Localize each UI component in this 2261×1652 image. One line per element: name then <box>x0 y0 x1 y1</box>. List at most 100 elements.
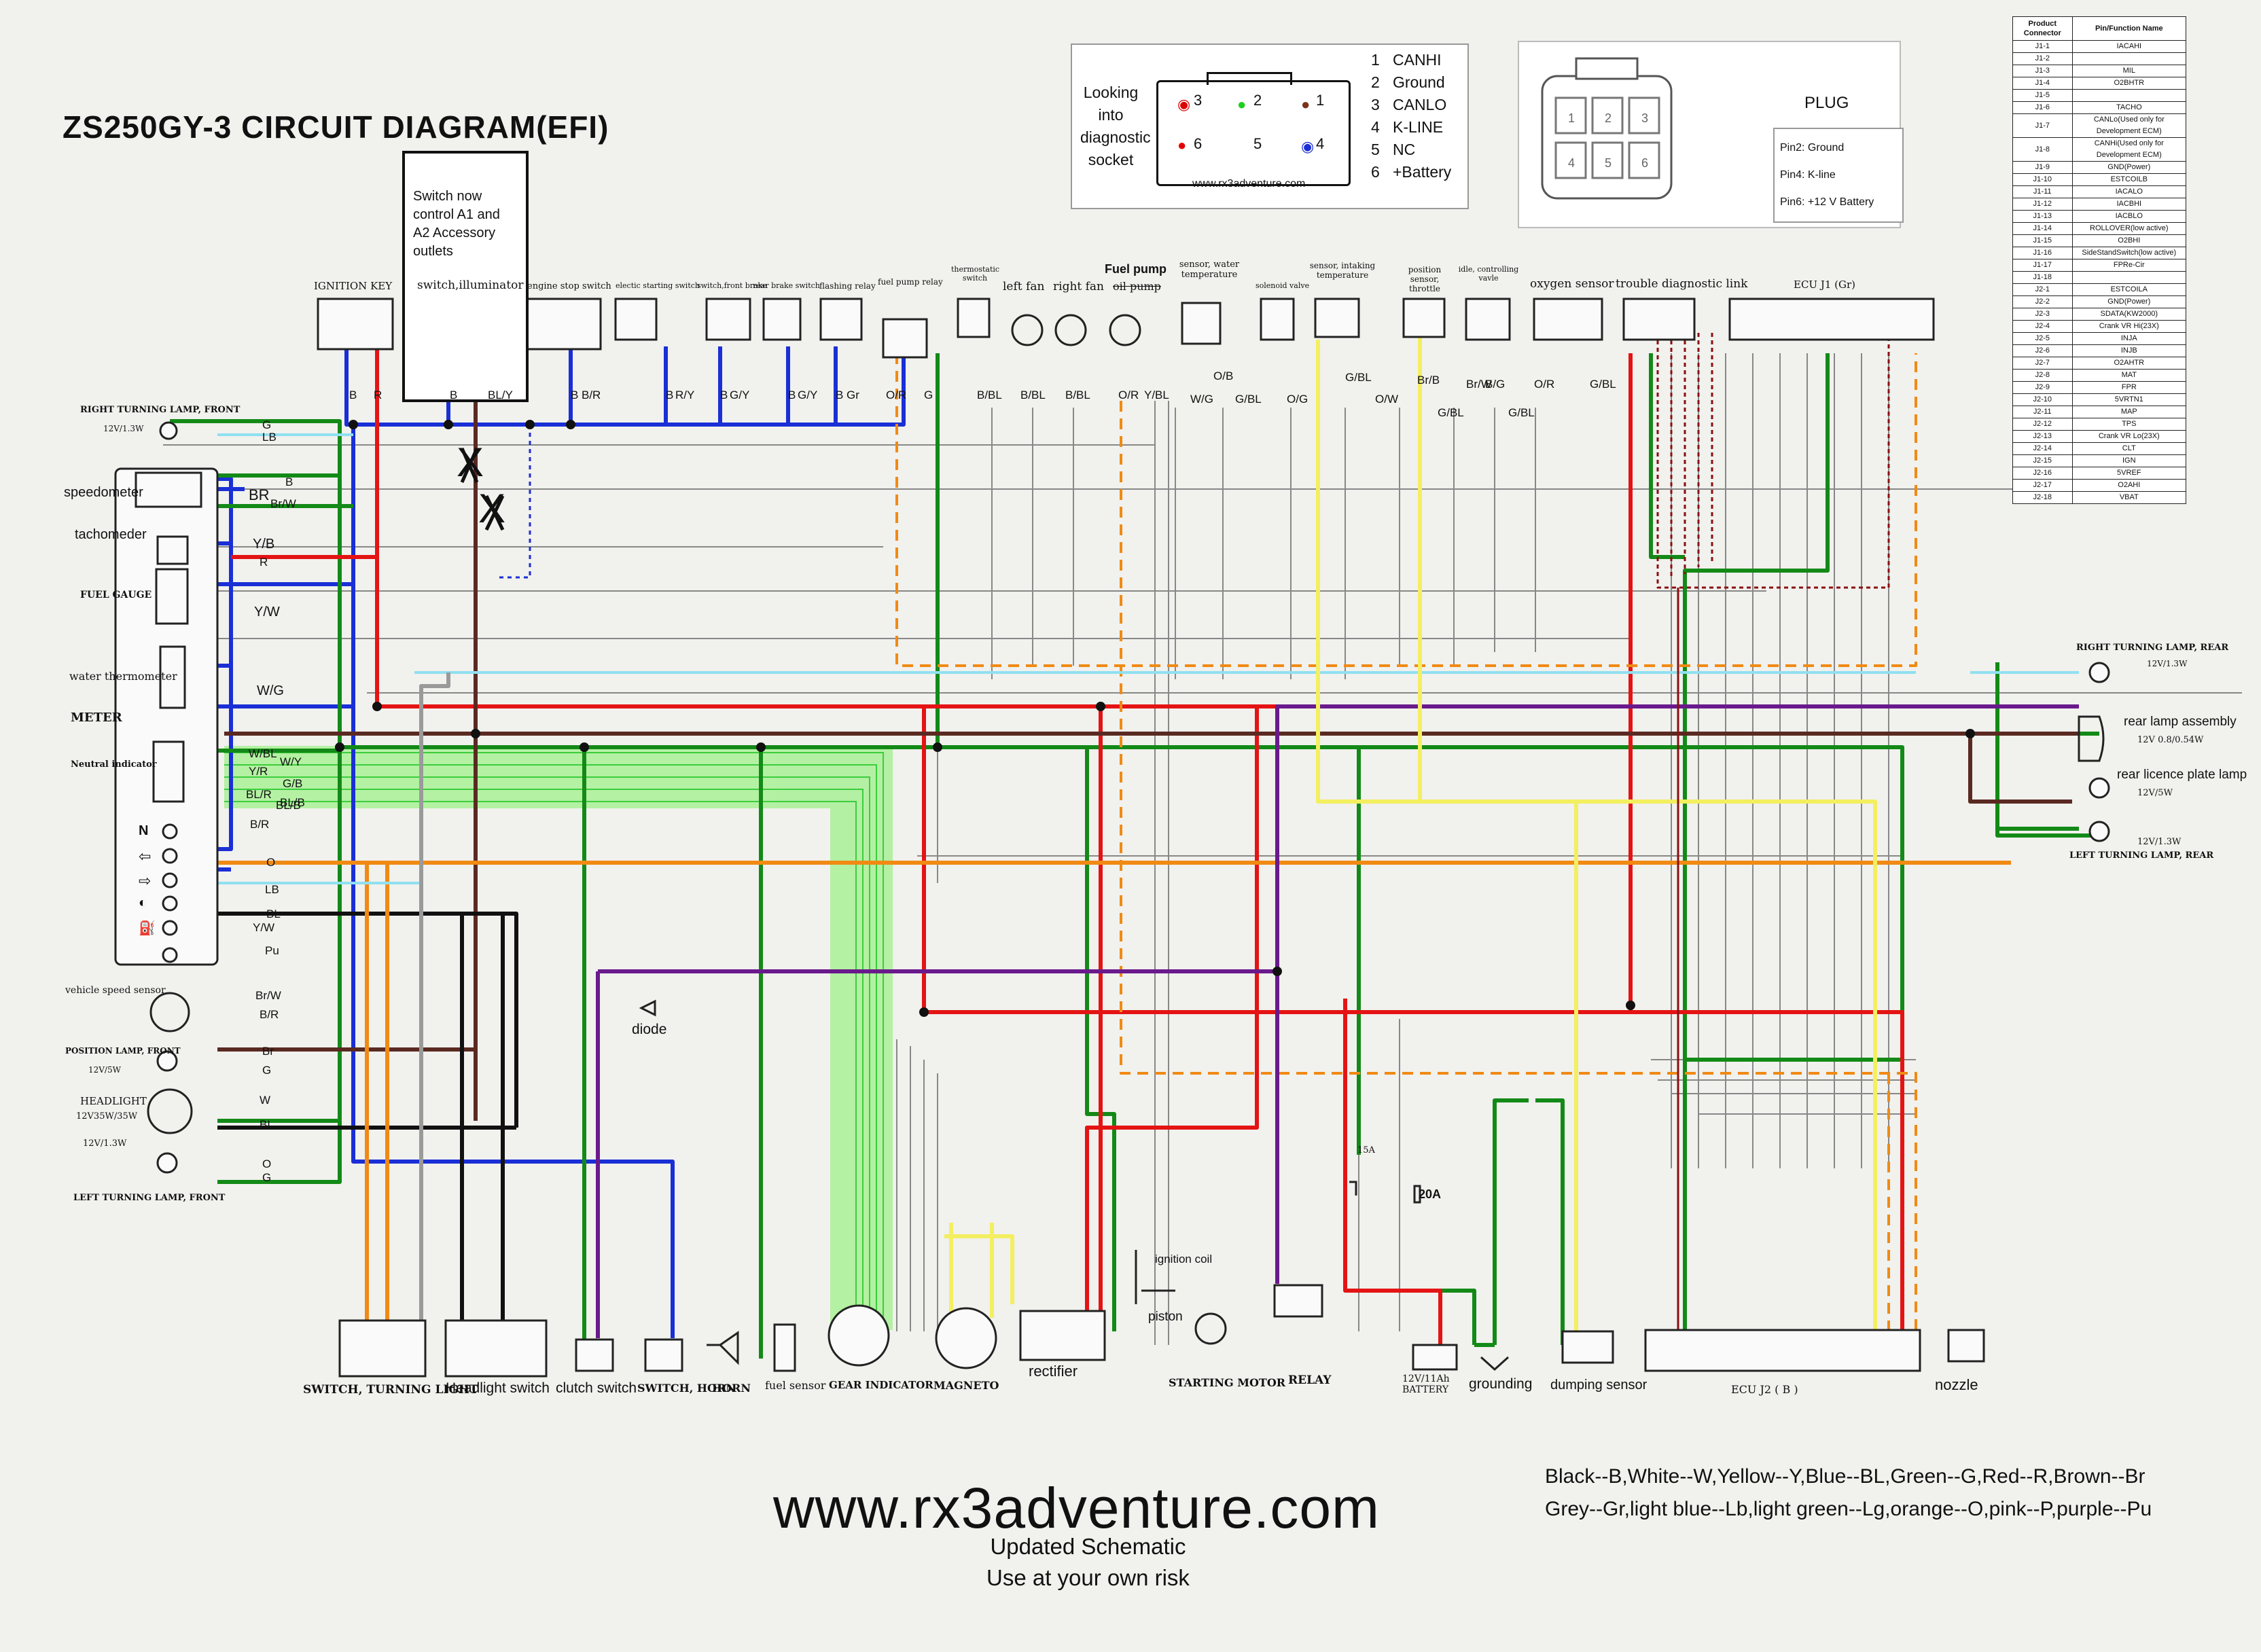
wire-label: W/BL <box>249 747 277 760</box>
wire-label: O <box>262 1157 272 1170</box>
wire-label: W/Y <box>280 755 302 768</box>
pin-function-cell: CANLo(Used only for Development ECM) <box>2071 113 2187 138</box>
label-ignition-key: IGNITION KEY <box>314 280 393 292</box>
label-horn: HORN <box>712 1382 751 1395</box>
wire-label: B/BL <box>1020 389 1046 401</box>
label-ecu-j2: ECU J2 ( B ) <box>1731 1383 1798 1396</box>
wire-label: O/R <box>886 389 907 401</box>
pin-function-cell: IACBLO <box>2071 210 2187 223</box>
label-oxygen-sensor: oxygen sensor <box>1530 277 1614 291</box>
pin-connector-cell: J1-12 <box>2012 198 2073 211</box>
pin-connector-cell: J1-1 <box>2012 40 2073 53</box>
pin-label: K-LINE <box>1393 118 1444 136</box>
plug-cell-1: 1 <box>1568 111 1575 125</box>
label-fuse-15a: 15A <box>1357 1145 1375 1155</box>
pin-connector-cell: J1-13 <box>2012 210 2073 223</box>
pin-num: 2 <box>1371 73 1380 91</box>
color-legend: Black--B,White--W,Yellow--Y,Blue--BL,Gre… <box>1545 1460 2152 1526</box>
label-oil-pump: oil pump <box>1113 280 1161 293</box>
label-electric-starting-switch: electic starting switch <box>616 281 700 290</box>
legend-line-1: Black--B,White--W,Yellow--Y,Blue--BL,Gre… <box>1545 1465 2146 1488</box>
label-left-turn-rear-spec: 12V/1.3W <box>2137 837 2182 847</box>
left-turn-indicator-icon: ⇦ <box>139 848 152 865</box>
pin-function-cell: CLT <box>2071 442 2187 455</box>
lamp-circles <box>156 421 2110 1174</box>
wire-label: O/B <box>1213 370 1234 382</box>
label-ecu-j1: ECU J1 (Gr) <box>1794 279 1856 291</box>
label-fuel-pump: Fuel pump <box>1105 262 1167 276</box>
misc-symbols <box>639 999 1510 1371</box>
pin-function-cell: ESTCOILB <box>2071 173 2187 186</box>
pin-table-row: J1-5 <box>2012 89 2187 102</box>
label-indicator-n: N <box>139 823 149 838</box>
label-thermostatic-switch: thermostatic switch <box>951 265 1000 283</box>
label-licence-plate-lamp: rear licence plate lamp <box>2117 768 2247 782</box>
pin-num: 6 <box>1371 163 1380 181</box>
label-position-lamp: POSITION LAMP, FRONT <box>65 1046 181 1056</box>
pin-connector-cell: J2-18 <box>2012 491 2073 504</box>
pin-connector-cell: J1-14 <box>2012 222 2073 235</box>
diagnostic-url: www.rx3adventure.com <box>1192 178 1306 190</box>
pin-function-cell: SDATA(KW2000) <box>2071 308 2187 321</box>
socket-pin-5: 5 <box>1253 135 1262 152</box>
diag-pin-row: 6+Battery <box>1371 161 1451 183</box>
pin-connector-cell: J2-8 <box>2012 369 2073 382</box>
wire-label: Y/W <box>253 921 275 934</box>
label-right-fan: right fan <box>1053 280 1105 293</box>
pin-function-cell: O2AHTR <box>2071 357 2187 370</box>
pin-connector-cell: J2-3 <box>2012 308 2073 321</box>
label-switch-horn: SWITCH, HORN <box>637 1382 736 1395</box>
wire-label: G <box>262 1064 272 1077</box>
wire-label: G/BL <box>1235 393 1262 406</box>
junction-dots <box>335 420 1975 1336</box>
pin-connector-cell: J1-2 <box>2012 52 2073 65</box>
wire-label: G/BL <box>1508 406 1535 419</box>
label-speedometer: speedometer <box>64 485 143 500</box>
wire-label: O/R <box>1118 389 1139 401</box>
pin-function-cell: TPS <box>2071 418 2187 431</box>
label-left-turn-rear: LEFT TURNING LAMP, REAR <box>2069 850 2214 861</box>
pin-table-header-function: Pin/Function Name <box>2071 16 2187 41</box>
label-tachometer: tachomeder <box>75 527 147 542</box>
pin-function-cell: FPR <box>2071 381 2187 394</box>
wire-label: BL <box>260 1118 274 1131</box>
plug-cell-2: 2 <box>1605 111 1612 125</box>
wire-label: LB <box>262 431 277 444</box>
wire-label: G/Y <box>798 389 818 401</box>
instrument-cluster <box>114 467 219 966</box>
pin-connector-cell: J2-1 <box>2012 283 2073 296</box>
pin-connector-cell: J1-17 <box>2012 259 2073 272</box>
pin-table-row: J1-2 <box>2012 52 2187 65</box>
wire-label: G <box>262 418 272 431</box>
label-fuel-pump-relay: fuel pump relay <box>878 277 943 287</box>
wire-label: R <box>260 556 268 569</box>
pin-function-cell <box>2071 52 2187 65</box>
pin-connector-cell: J2-15 <box>2012 454 2073 467</box>
wire-label: Br/W <box>255 989 281 1002</box>
label-idle-control-valve: idle, controlling vavle <box>1458 265 1519 283</box>
pin-function-cell: INJA <box>2071 332 2187 345</box>
wire-label: B <box>349 389 357 401</box>
label-headlight: HEADLIGHT <box>80 1095 147 1107</box>
label-grounding: grounding <box>1469 1376 1533 1392</box>
wire-label: O/G <box>1287 393 1308 406</box>
label-rear-lamp-assembly: rear lamp assembly <box>2124 715 2237 729</box>
pin-num: 3 <box>1371 96 1380 113</box>
pin-function-cell: ROLLOVER(low active) <box>2071 222 2187 235</box>
gear-wire-highlight <box>224 746 893 1330</box>
pin-function-cell: IACAHI <box>2071 40 2187 53</box>
pin-function-cell: MAT <box>2071 369 2187 382</box>
pin-connector-cell: J2-17 <box>2012 479 2073 492</box>
wire-label: Y/W <box>254 605 280 620</box>
